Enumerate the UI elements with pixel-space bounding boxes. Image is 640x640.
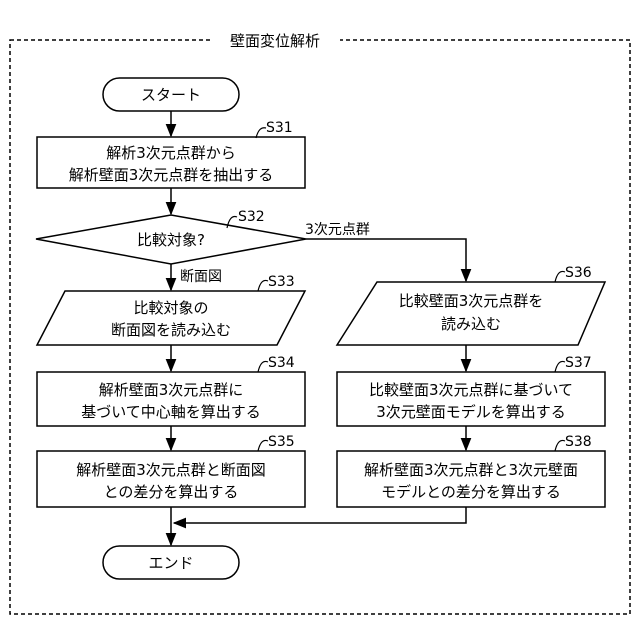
s36-line-2: 読み込む: [441, 315, 501, 333]
s33-line-2: 断面図を読み込む: [111, 321, 231, 339]
s31-step-label: S31: [266, 120, 293, 136]
s38-line-1: 解析壁面3次元点群と3次元壁面: [364, 461, 578, 479]
s35-step-label: S35: [268, 434, 295, 450]
start-node: スタート: [103, 78, 239, 111]
s35-line-2: との差分を算出する: [104, 483, 239, 501]
start-label: スタート: [141, 86, 201, 104]
edge-label-section: 断面図: [180, 269, 222, 285]
s35-line-1: 解析壁面3次元点群と断面図: [76, 461, 266, 479]
s36-step-tick: [555, 271, 565, 282]
s34-line-1: 解析壁面3次元点群に: [99, 381, 244, 399]
s34-line-2: 基づいて中心軸を算出する: [81, 403, 261, 421]
diagram-title: 壁面変位解析: [230, 32, 320, 50]
s33-step-label: S33: [268, 274, 295, 290]
s38-step-tick: [555, 440, 565, 451]
step-s38: 解析壁面3次元点群と3次元壁面 モデルとの差分を算出する S38: [337, 434, 605, 507]
step-s32: 比較対象? S32: [36, 209, 306, 264]
end-node: エンド: [103, 546, 239, 579]
s31-line-2: 解析壁面3次元点群を抽出する: [69, 166, 274, 184]
step-s37: 比較壁面3次元点群に基づいて 3次元壁面モデルを算出する S37: [337, 355, 605, 426]
s31-line-1: 解析3次元点群から: [106, 144, 236, 162]
s37-step-label: S37: [565, 355, 592, 371]
s34-step-tick: [258, 361, 268, 372]
edge-s38-merge: [174, 507, 466, 523]
step-s36: 比較壁面3次元点群を 読み込む S36: [337, 265, 605, 345]
s36-line-1: 比較壁面3次元点群を: [399, 292, 544, 310]
s37-line-1: 比較壁面3次元点群に基づいて: [369, 381, 573, 399]
s32-label: 比較対象?: [137, 231, 205, 249]
s37-step-tick: [555, 361, 565, 372]
s38-step-label: S38: [565, 434, 592, 450]
s34-step-label: S34: [268, 355, 295, 371]
edge-label-pointcloud: 3次元点群: [305, 222, 370, 238]
s33-step-tick: [258, 280, 268, 291]
end-label: エンド: [148, 554, 193, 572]
s35-step-tick: [258, 440, 268, 451]
s33-line-1: 比較対象の: [133, 299, 208, 317]
s37-line-2: 3次元壁面モデルを算出する: [376, 403, 566, 421]
s38-line-2: モデルとの差分を算出する: [381, 483, 561, 501]
s36-step-label: S36: [565, 265, 592, 281]
edge-s32-s36: [306, 239, 466, 281]
s32-step-label: S32: [238, 209, 265, 225]
